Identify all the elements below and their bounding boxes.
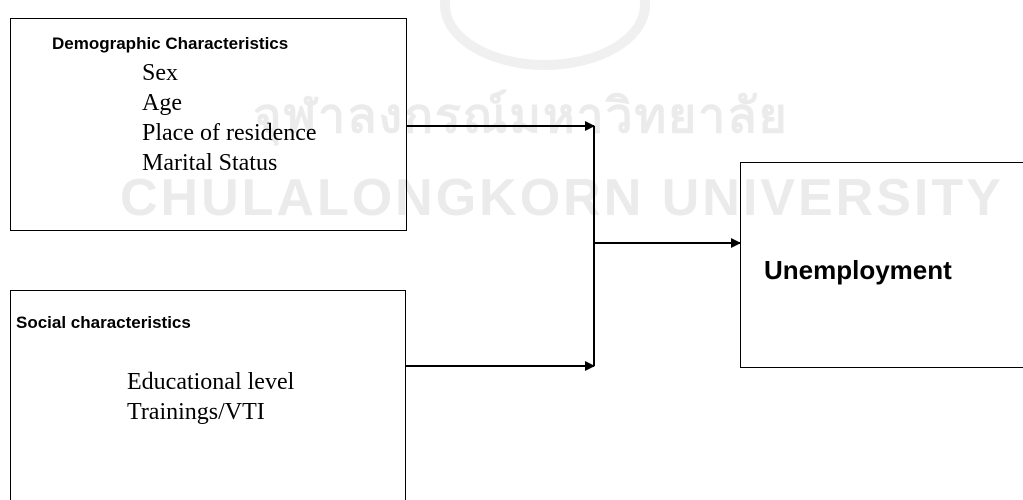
demographic-characteristics-box: Demographic Characteristics Sex Age Plac…: [10, 18, 407, 231]
demographic-item: Sex: [142, 60, 178, 86]
demographic-item: Marital Status: [142, 150, 278, 176]
social-item: Trainings/VTI: [127, 399, 265, 425]
social-item: Educational level: [127, 369, 295, 395]
unemployment-label: Unemployment: [764, 255, 952, 285]
demographic-items-list: Sex Age Place of residence Marital Statu…: [142, 58, 317, 178]
unemployment-box: Unemployment: [740, 162, 1023, 368]
demographic-item: Place of residence: [142, 120, 317, 146]
social-characteristics-box: Social characteristics Educational level…: [10, 290, 406, 500]
demographic-heading: Demographic Characteristics: [52, 34, 289, 53]
connector-arrows: [406, 121, 741, 371]
social-items-list: Educational level Trainings/VTI: [127, 367, 294, 427]
demographic-item: Age: [142, 90, 182, 116]
social-heading: Social characteristics: [16, 313, 191, 332]
